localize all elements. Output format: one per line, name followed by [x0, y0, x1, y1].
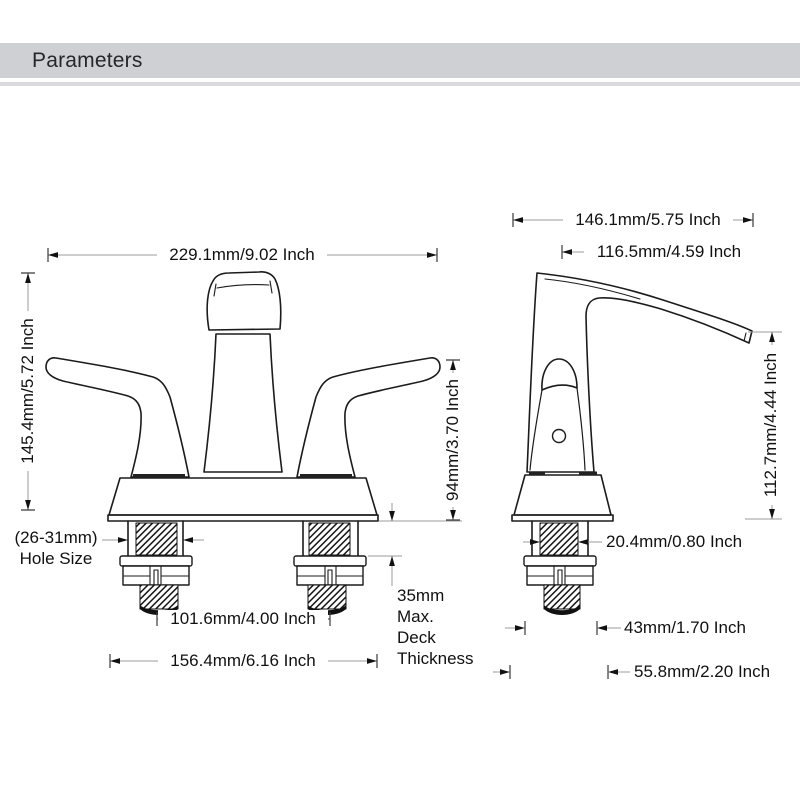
dim-front-overall-height-label: 145.4mm/5.72 Inch [18, 311, 37, 471]
hole-size-line1: (26-31mm) [14, 528, 98, 547]
dim-side-spout-height-label: 112.7mm/4.44 Inch [761, 345, 780, 505]
front-spout-cap-inner [213, 280, 273, 297]
faucet-front-drawing [45, 271, 441, 615]
header-divider [0, 82, 800, 86]
front-left-handle [45, 357, 190, 478]
dim-side-offset-55-label: 55.8mm/2.20 Inch [634, 662, 771, 681]
dim-side-shank-diameter-label: 20.4mm/0.80 Inch [606, 532, 743, 551]
dim-front-base-width-label: 156.4mm/6.16 Inch [158, 652, 328, 670]
hole-size-label: (26-31mm) Hole Size [8, 527, 104, 569]
front-right-handle [296, 357, 441, 478]
side-base-plate [511, 514, 614, 522]
dim-side-offset-43-label: 43mm/1.70 Inch [624, 618, 746, 637]
dim-front-hole-spacing-label: 101.6mm/4.00 Inch [158, 610, 328, 628]
side-handle-dome [541, 358, 578, 391]
front-base-plate [107, 514, 379, 522]
dim-side-overall-depth-label: 146.1mm/5.75 Inch [563, 211, 733, 229]
dim-front-top-width-label: 229.1mm/9.02 Inch [157, 246, 327, 264]
side-spout-tip-face [743, 332, 747, 342]
side-top-inner-line [544, 278, 641, 300]
side-button [551, 428, 567, 444]
front-spout-cap [206, 271, 282, 331]
side-base [513, 474, 612, 516]
front-right-shadow [300, 474, 352, 478]
side-shank [523, 520, 597, 615]
front-left-shank [119, 520, 193, 615]
dimension-ticks [21, 213, 754, 679]
front-right-shank [293, 520, 367, 615]
deck-thickness-line3: Deck [397, 628, 436, 647]
deck-thickness-line4: Thickness [397, 649, 474, 668]
side-handle-lines [529, 387, 586, 471]
deck-thickness-line2: Max. [397, 607, 434, 626]
dim-front-handle-height-label: 94mm/3.70 Inch [443, 373, 462, 507]
faucet-side-drawing [511, 272, 753, 615]
section-header: Parameters [0, 43, 800, 78]
front-spout-body [203, 333, 283, 473]
side-body-spout [526, 272, 753, 473]
front-base [108, 477, 378, 516]
page-title: Parameters [32, 48, 143, 72]
deck-thickness-line1: 35mm [397, 586, 445, 605]
side-shadow-right [579, 471, 597, 475]
dim-side-spout-reach-label: 116.5mm/4.59 Inch [584, 243, 754, 261]
front-left-shadow [133, 474, 185, 478]
side-shadow-left [529, 471, 545, 475]
deck-thickness-label: 35mm Max. Deck Thickness [397, 585, 474, 669]
hole-size-line2: Hole Size [19, 549, 93, 568]
